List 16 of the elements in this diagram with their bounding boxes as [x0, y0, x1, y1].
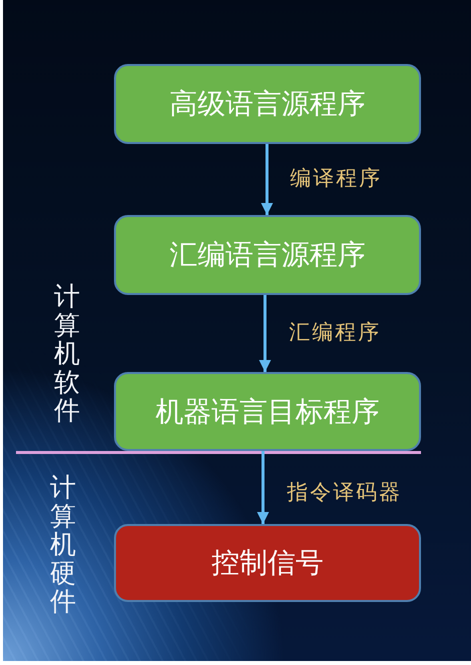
box-label: 高级语言源程序 [170, 87, 366, 121]
process-box [114, 372, 421, 451]
arrow [257, 451, 269, 524]
arrow [259, 295, 271, 372]
box-label: 控制信号 [212, 546, 324, 580]
edge-label: 编译程序 [290, 166, 382, 192]
process-box [114, 524, 421, 602]
box-label: 机器语言目标程序 [156, 394, 380, 428]
section-label: 计算机硬件 [50, 474, 76, 617]
arrow [261, 144, 273, 215]
section-label: 计算机软件 [54, 283, 80, 426]
process-box [114, 64, 421, 144]
edge-label: 指令译码器 [287, 480, 402, 506]
edge-label: 汇编程序 [289, 320, 381, 346]
process-box [114, 215, 421, 295]
box-label: 汇编语言源程序 [170, 238, 366, 272]
